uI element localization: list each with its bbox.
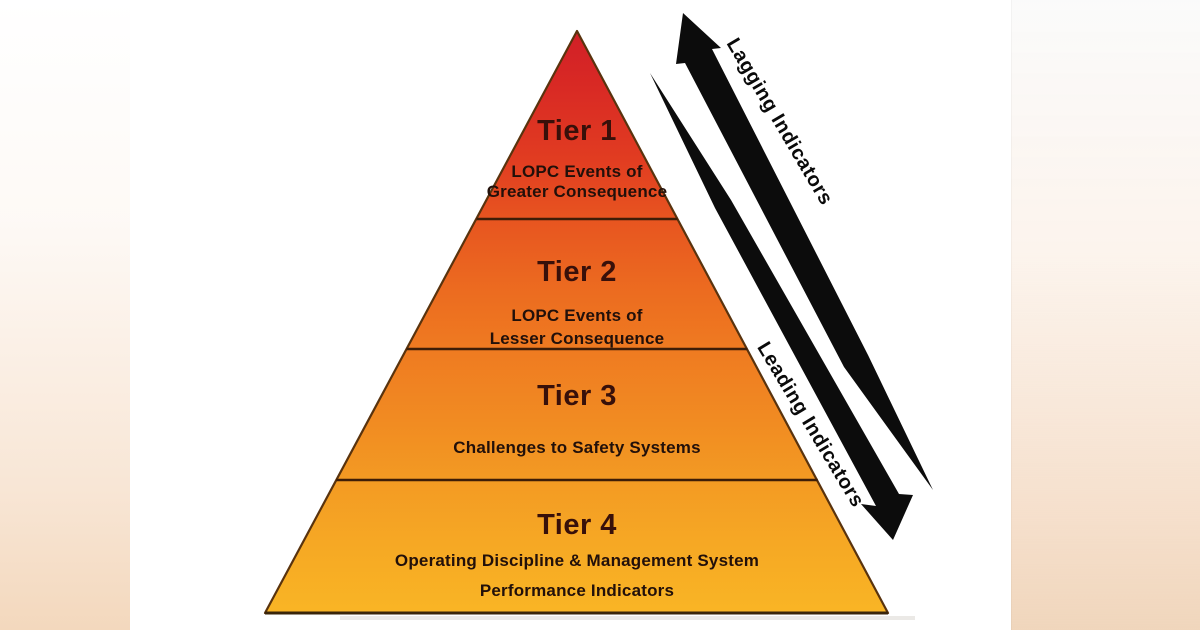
tier-3-heading: Tier 3: [537, 380, 617, 412]
leading-arrow-down-icon: [650, 73, 913, 540]
tier-4-description-line-2: Performance Indicators: [479, 581, 675, 600]
lagging-arrow-up-icon: [676, 13, 933, 490]
tier-3-description: Challenges to Safety Systems: [453, 436, 700, 459]
tier-3-description-line-1: Challenges to Safety Systems: [453, 438, 701, 457]
tier-4-description: Operating Discipline & Management System…: [395, 546, 759, 606]
tier-2-description: LOPC Events of Lesser Consequence: [490, 304, 665, 350]
tier-2-heading: Tier 2: [537, 256, 617, 288]
tier-2-description-line-2: Lesser Consequence: [489, 329, 665, 348]
tier-1-description: LOPC Events of Greater Consequence: [487, 162, 667, 202]
tier-4-description-line-1: Operating Discipline & Management System: [394, 551, 760, 570]
tier-2-description-line-1: LOPC Events of: [511, 306, 643, 325]
tier-1-description-line-1: LOPC Events of: [511, 162, 643, 181]
tier-4-heading: Tier 4: [537, 509, 617, 541]
tier-1-description-line-2: Greater Consequence: [486, 182, 668, 201]
tier-1-heading: Tier 1: [537, 115, 617, 147]
